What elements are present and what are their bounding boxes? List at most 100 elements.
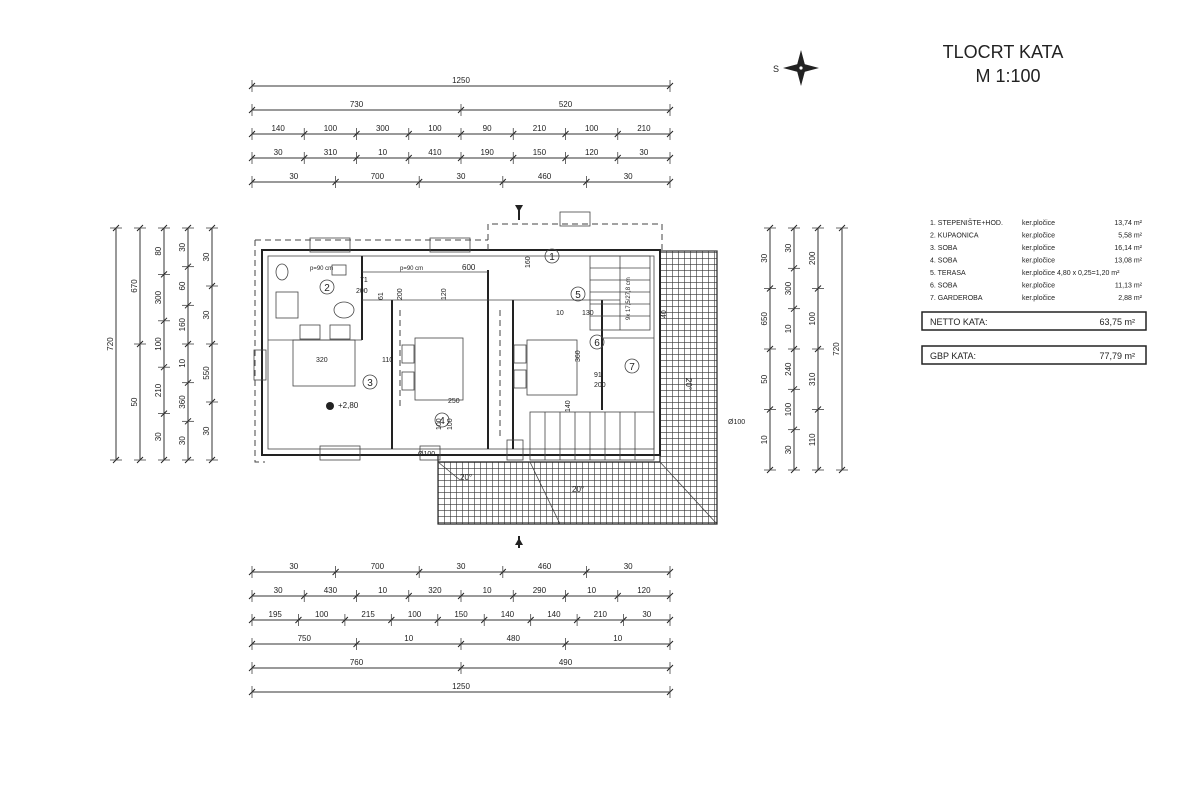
dimension-value: 410 <box>428 148 442 157</box>
dimension-value: 720 <box>106 337 115 351</box>
dimension-value: 30 <box>760 253 769 262</box>
room-number-1: 1 <box>549 252 555 263</box>
right-dimension-column: 720 <box>832 224 848 474</box>
label-dim-200a: 200 <box>356 288 368 295</box>
dimension-value: 290 <box>533 586 547 595</box>
dimension-value: 310 <box>324 148 338 157</box>
label-dim-91: 91 <box>594 372 602 379</box>
dimension-value: 30 <box>624 172 633 181</box>
label-hall-width: 600 <box>462 263 476 272</box>
dimension-value: 320 <box>428 586 442 595</box>
building-walls <box>253 211 663 463</box>
room-number-4: 4 <box>439 416 445 427</box>
dimension-value: 30 <box>289 562 298 571</box>
dimension-value: 190 <box>480 148 494 157</box>
label-dim-110: 110 <box>382 357 393 364</box>
dimension-value: 10 <box>760 435 769 444</box>
dimension-value: 1250 <box>452 76 470 85</box>
label-dim-250: 250 <box>448 398 460 405</box>
dimension-value: 30 <box>154 432 163 441</box>
dimension-value: 300 <box>154 290 163 304</box>
dimension-value: 30 <box>457 172 466 181</box>
compass-label: S <box>773 64 779 74</box>
label-roof-angle-2: 20° <box>572 485 584 494</box>
plan-annotations: p=90 cm p=90 cm 600 71 200 61 200 160 12… <box>310 256 745 494</box>
dimension-value: 670 <box>130 279 139 293</box>
legend-room-name: 2. KUPAONICA <box>930 233 979 240</box>
dimension-value: 140 <box>501 610 515 619</box>
label-dim-10: 10 <box>556 310 564 317</box>
dimension-value: 100 <box>324 124 338 133</box>
dimension-value: 10 <box>378 586 387 595</box>
top-dimension-row: 1250 <box>248 76 674 92</box>
dimension-value: 30 <box>202 426 211 435</box>
left-dimension-column: 720 <box>106 224 122 464</box>
legend-area: 16,14 m² <box>1114 245 1142 252</box>
dimension-value: 110 <box>808 433 817 446</box>
dimension-value: 30 <box>202 252 211 261</box>
dimension-value: 50 <box>130 397 139 406</box>
dimension-value: 700 <box>371 562 385 571</box>
legend-finish: ker.pločice <box>1022 295 1055 302</box>
label-dim-360: 360 <box>575 350 582 362</box>
label-dim-130: 130 <box>582 310 594 317</box>
dimension-value: 120 <box>637 586 651 595</box>
bottom-dimension-row: 1250 <box>248 682 674 698</box>
dimension-value: 90 <box>483 124 492 133</box>
legend-area: 13,74 m² <box>1114 220 1142 227</box>
dimension-value: 160 <box>178 317 187 331</box>
dimension-value: 100 <box>428 124 442 133</box>
label-dim-160: 160 <box>525 256 532 268</box>
elevation-marker-icon <box>326 402 334 410</box>
label-roof-angle-3: 20° <box>684 378 693 390</box>
legend-area: 13,08 m² <box>1114 258 1142 265</box>
dimension-value: 120 <box>585 148 599 157</box>
roof-outline <box>437 250 718 525</box>
room-number-7: 7 <box>629 362 635 373</box>
dimension-value: 750 <box>298 634 312 643</box>
legend-finish: ker.pločice <box>1022 283 1055 290</box>
left-dimension-column: 670 50 <box>130 224 146 464</box>
dimension-value: 30 <box>178 436 187 445</box>
dimension-value: 460 <box>538 562 552 571</box>
dimension-value: 100 <box>315 610 329 619</box>
dimension-value: 140 <box>547 610 561 619</box>
label-dim-120: 120 <box>441 288 448 300</box>
drawing-scale: M 1:100 <box>975 66 1040 86</box>
gbp-box: GBP KATA: 77,79 m² <box>921 345 1147 365</box>
legend-room-name: 4. SOBA <box>930 258 958 265</box>
label-window-phi100: Ø100 <box>418 451 435 458</box>
compass-icon <box>783 50 819 86</box>
dimension-value: 10 <box>784 324 793 333</box>
legend-area: 11,13 m² <box>1115 283 1143 290</box>
legend-finish: ker.pločice <box>1022 245 1055 252</box>
legend-finish: ker.pločice 4,80 x 0,25=1,20 m² <box>1022 270 1120 277</box>
dimension-value: 10 <box>404 634 413 643</box>
room-number-3: 3 <box>367 378 373 389</box>
dimension-value: 650 <box>760 312 769 326</box>
legend-room-name: 5. TERASA <box>930 270 966 277</box>
dimension-value: 550 <box>202 366 211 380</box>
dimension-value: 300 <box>376 124 390 133</box>
dimension-value: 80 <box>154 246 163 255</box>
dimension-value: 30 <box>274 148 283 157</box>
dimension-value: 760 <box>350 658 364 667</box>
legend-room-name: 1. STEPENIŠTE+HOD. <box>930 218 1003 227</box>
dimension-value: 720 <box>832 342 841 356</box>
label-dim-140: 140 <box>565 400 572 412</box>
dimension-value: 1250 <box>452 682 470 691</box>
